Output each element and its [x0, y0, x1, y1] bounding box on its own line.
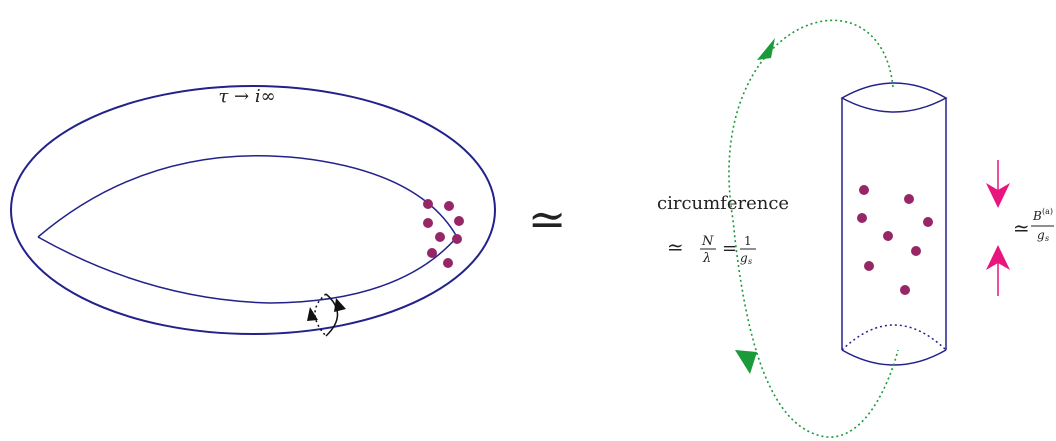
dot	[911, 246, 921, 256]
meridian-arrowhead-icon	[307, 307, 318, 321]
meridian-arrowhead-icon	[334, 298, 346, 312]
cylinder-bottom-rim-back	[841, 324, 947, 351]
dot	[454, 216, 464, 226]
torus-figure: τ → i∞	[10, 85, 496, 337]
meridian-cycle-front	[325, 293, 339, 337]
dot	[423, 199, 433, 209]
torus-inner-lower-curve	[37, 236, 458, 304]
height-arrow-up-icon	[986, 245, 1010, 270]
tau-limit-label: τ → i∞	[218, 86, 275, 107]
fraction-g: g	[740, 251, 748, 265]
equivalence-symbol: ≃	[528, 192, 567, 246]
dot	[427, 248, 437, 258]
height-approx: ≃	[1013, 216, 1030, 240]
height-label: ≃ B (a) g s	[1013, 207, 1054, 243]
fraction-b: B	[1032, 209, 1042, 223]
torus-dots	[423, 199, 464, 268]
dot	[443, 258, 453, 268]
b-superscript: (a)	[1042, 207, 1053, 216]
dot	[923, 217, 933, 227]
dot	[859, 185, 869, 195]
fraction-g: g	[1037, 228, 1045, 242]
dot	[423, 218, 433, 228]
cylinder-bottom-rim-front	[841, 349, 947, 366]
height-arrow-down-icon	[986, 183, 1010, 208]
flow-arrowhead-bottom-icon	[735, 350, 757, 374]
dot	[857, 213, 867, 223]
dot	[864, 261, 874, 271]
circumference-word: circumference	[657, 193, 789, 214]
dot	[900, 285, 910, 295]
circumference-flow-curve	[728, 19, 899, 438]
flow-arrowhead-top-icon	[757, 38, 775, 60]
fraction-s: s	[748, 257, 752, 266]
dot	[444, 201, 454, 211]
fraction-n: N	[701, 234, 714, 249]
fraction-one: 1	[744, 234, 752, 248]
dot	[904, 194, 914, 204]
torus-outer-ellipse	[10, 85, 496, 335]
dot	[435, 232, 445, 242]
dot	[452, 234, 462, 244]
dot	[883, 231, 893, 241]
circumference-label: circumference ≃ N λ = 1 g s	[657, 193, 789, 266]
cylinder-dots	[857, 185, 933, 295]
torus-inner-upper-curve	[37, 155, 458, 238]
cylinder-top-rim	[840, 82, 948, 113]
fraction-s: s	[1045, 234, 1049, 243]
cylinder-figure: circumference ≃ N λ = 1 g s ≃ B (a) g s	[657, 19, 1054, 438]
equals-sign: =	[722, 238, 737, 259]
fraction-lambda: λ	[702, 251, 711, 266]
circumference-approx: ≃	[667, 235, 684, 259]
